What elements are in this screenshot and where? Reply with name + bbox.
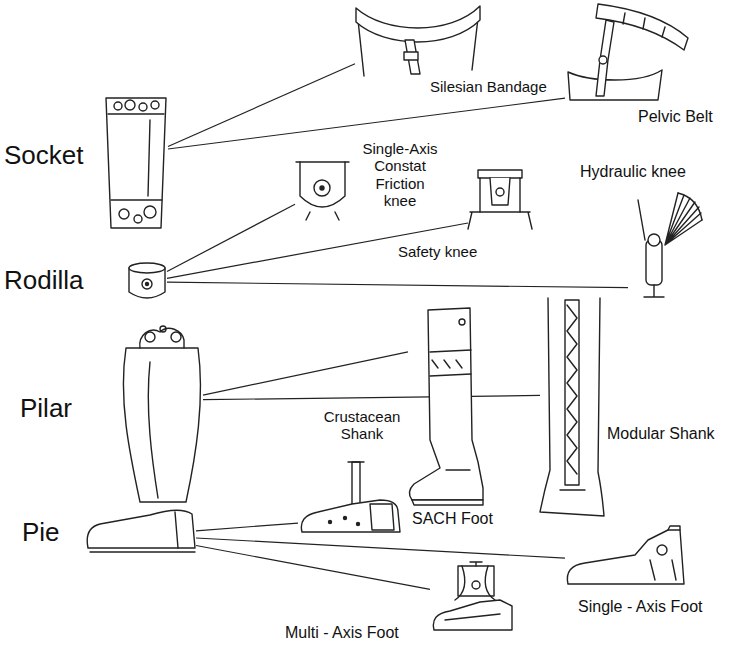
connector-line	[203, 395, 540, 399]
part-label: Crustacean Shank	[322, 408, 402, 443]
part-label: Pilar	[20, 394, 72, 424]
modular-shank-drawing	[540, 298, 604, 516]
part-label: Single-Axis Constat Friction knee	[358, 140, 442, 209]
part-node: Safety knee	[468, 168, 533, 230]
shank-drawing	[123, 326, 200, 502]
part-label: Safety knee	[398, 243, 477, 260]
connector-line	[167, 204, 295, 271]
part-label: Silesian Bandage	[430, 78, 547, 95]
pelvic-belt-drawing	[568, 4, 688, 100]
connector-line	[196, 523, 298, 531]
part-node: Modular Shank	[540, 296, 605, 520]
knee-drawing	[129, 263, 165, 298]
part-label: Single - Axis Foot	[578, 598, 703, 616]
part-node: Multi - Axis Foot	[430, 562, 512, 635]
connector-line	[168, 64, 355, 147]
part-node: Rodilla	[127, 262, 167, 302]
part-label: Modular Shank	[607, 425, 715, 443]
part-node: Pelvic Belt	[565, 2, 690, 102]
part-node: Single - Axis Foot	[565, 525, 685, 588]
part-label: SACH Foot	[412, 510, 493, 528]
part-label: Rodilla	[4, 266, 84, 296]
part-node: Pie	[84, 505, 196, 555]
part-node: Silesian Bandage	[355, 2, 480, 77]
connector-line	[196, 538, 565, 558]
socket-drawing	[106, 98, 166, 228]
part-label: Multi - Axis Foot	[285, 624, 399, 642]
single-axis-knee-drawing	[296, 162, 349, 220]
connector-line	[196, 546, 430, 590]
foot-drawing	[87, 510, 195, 552]
silesian-bandage-drawing	[356, 6, 480, 76]
safety-knee-drawing	[468, 170, 532, 229]
single-axis-foot-drawing	[567, 526, 684, 584]
part-label: Hydraulic knee	[580, 163, 686, 181]
part-label: Pie	[22, 518, 60, 548]
part-label: Socket	[4, 141, 84, 171]
part-node: Crustacean Shank	[408, 305, 483, 505]
connector-line	[203, 352, 408, 395]
hydraulic-knee-drawing	[638, 193, 702, 297]
crustacean-shank-drawing	[409, 308, 483, 505]
sach-foot-drawing	[301, 462, 400, 532]
part-node: Hydraulic knee	[628, 190, 703, 300]
part-node: Pilar	[118, 325, 203, 505]
part-label: Pelvic Belt	[638, 108, 713, 126]
part-node: SACH Foot	[298, 462, 400, 536]
part-node: Socket	[103, 95, 168, 230]
connector-line	[167, 282, 628, 288]
part-node: Single-Axis Constat Friction knee	[295, 160, 350, 220]
multi-axis-foot-drawing	[433, 562, 512, 630]
